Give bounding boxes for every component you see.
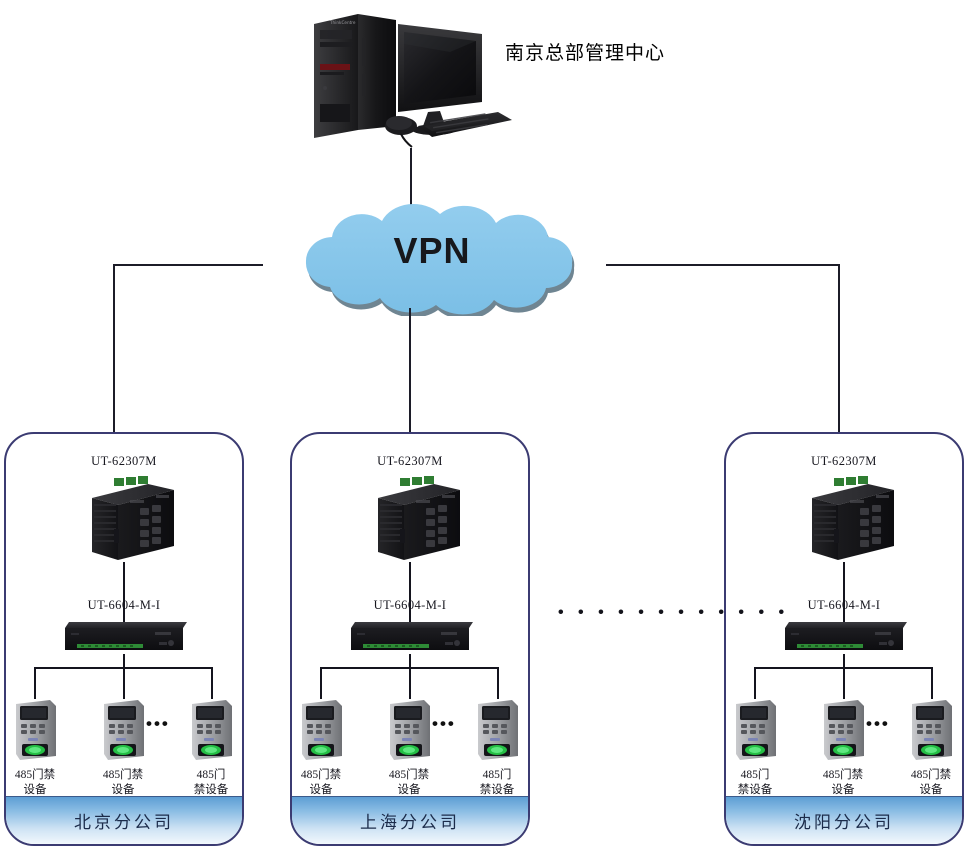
switch-label: UT-62307M — [91, 454, 157, 468]
caption-line-1: 485门禁 — [822, 769, 864, 781]
link-vpn-to-shenyang-horizontal — [606, 264, 840, 266]
caption-line-2: 禁设备 — [479, 784, 515, 796]
caption-line-2: 设备 — [23, 784, 47, 796]
fingerprint-access-terminal-icon — [390, 700, 430, 760]
server-label: UT-6604-M-I — [373, 598, 447, 612]
caption-line-1: 485门禁 — [910, 769, 952, 781]
caption-line-2: 设备 — [919, 784, 943, 796]
caption-line-1: 485门禁 — [388, 769, 430, 781]
terminal-caption: 485门 禁设备 — [724, 768, 786, 798]
caption-line-1: 485门禁 — [102, 769, 144, 781]
bus-drop-1 — [754, 667, 756, 699]
switch-label: UT-62307M — [377, 454, 443, 468]
bus-drop-center — [843, 654, 845, 668]
branch-box-beijing: UT-62307M — [4, 432, 244, 846]
bus-drop-1 — [34, 667, 36, 699]
caption-line-2: 禁设备 — [737, 784, 773, 796]
terminal-group: 485门 禁设备 485门禁 设备 — [726, 686, 962, 846]
terminal-caption: 485门禁 设备 — [4, 768, 66, 798]
caption-line-1: 485门 — [740, 769, 770, 781]
computer-mouse — [385, 116, 417, 148]
terminal-ellipsis: ••• — [146, 714, 170, 733]
bus-drop-3 — [211, 667, 213, 699]
caption-line-1: 485门禁 — [14, 769, 56, 781]
bus-drop-2 — [409, 667, 411, 699]
desktop-computer-icon: ThinkCentre — [314, 14, 512, 148]
branch-banner-shanghai: 上海分公司 — [292, 796, 528, 844]
caption-line-2: 设备 — [309, 784, 333, 796]
fingerprint-access-terminal-icon — [478, 700, 518, 760]
headquarters-label: 南京总部管理中心 — [505, 43, 666, 64]
fingerprint-access-terminal-icon — [736, 700, 776, 760]
terminal-ellipsis: ••• — [432, 714, 456, 733]
bus-drop-3 — [497, 667, 499, 699]
branch-banner-label: 北京分公司 — [74, 813, 174, 832]
bus-drop-2 — [123, 667, 125, 699]
fingerprint-access-terminal-icon — [302, 700, 342, 760]
branch-banner-label: 沈阳分公司 — [794, 813, 894, 832]
fingerprint-access-terminal-icon — [192, 700, 232, 760]
branch-box-shenyang: UT-62307M UT-66 — [724, 432, 964, 846]
serial-device-server-icon — [785, 622, 907, 650]
industrial-ethernet-switch-icon — [812, 476, 894, 560]
link-vpn-to-shenyang-vertical — [838, 264, 840, 434]
terminal-group: 485门禁 设备 485门禁 设备 — [6, 686, 242, 846]
server-label: UT-6604-M-I — [807, 598, 881, 612]
inter-branch-ellipsis: • • • • • • • • • • • • — [558, 604, 790, 621]
terminal-caption: 485门禁 设备 — [900, 768, 962, 798]
terminal-caption: 485门禁 设备 — [812, 768, 874, 798]
caption-line-2: 设备 — [831, 784, 855, 796]
caption-line-2: 设备 — [111, 784, 135, 796]
terminal-caption: 485门 禁设备 — [180, 768, 242, 798]
branch-banner-beijing: 北京分公司 — [6, 796, 242, 844]
bus-drop-3 — [931, 667, 933, 699]
fingerprint-access-terminal-icon — [824, 700, 864, 760]
link-switch-to-server — [123, 562, 125, 622]
link-vpn-to-beijing-vertical — [113, 264, 115, 434]
industrial-ethernet-switch-icon — [378, 476, 460, 560]
bus-drop-2 — [843, 667, 845, 699]
serial-device-server-icon — [65, 622, 187, 650]
terminal-ellipsis: ••• — [866, 714, 890, 733]
switch-label: UT-62307M — [811, 454, 877, 468]
svg-text:ThinkCentre: ThinkCentre — [329, 20, 356, 25]
terminal-group: 485门禁 设备 485门禁 设备 — [292, 686, 528, 846]
link-switch-to-server — [843, 562, 845, 622]
industrial-ethernet-switch-icon — [92, 476, 174, 560]
fingerprint-access-terminal-icon — [912, 700, 952, 760]
caption-line-2: 设备 — [397, 784, 421, 796]
computer-monitor — [398, 24, 482, 135]
bus-drop-1 — [320, 667, 322, 699]
terminal-caption: 485门禁 设备 — [378, 768, 440, 798]
fingerprint-access-terminal-icon — [104, 700, 144, 760]
computer-tower: ThinkCentre — [314, 14, 396, 138]
branch-banner-label: 上海分公司 — [360, 813, 460, 832]
caption-line-1: 485门 — [482, 769, 512, 781]
cloud-icon — [305, 203, 575, 316]
serial-device-server-icon — [351, 622, 473, 650]
bus-drop-center — [123, 654, 125, 668]
fingerprint-access-terminal-icon — [16, 700, 56, 760]
terminal-caption: 485门禁 设备 — [290, 768, 352, 798]
branch-banner-shenyang: 沈阳分公司 — [726, 796, 962, 844]
branch-box-shanghai: UT-62307M UT-66 — [290, 432, 530, 846]
terminal-caption: 485门禁 设备 — [92, 768, 154, 798]
server-label: UT-6604-M-I — [87, 598, 161, 612]
caption-line-2: 禁设备 — [193, 784, 229, 796]
link-vpn-to-beijing-horizontal — [113, 264, 263, 266]
caption-line-1: 485门 — [196, 769, 226, 781]
caption-line-1: 485门禁 — [300, 769, 342, 781]
link-switch-to-server — [409, 562, 411, 622]
terminal-caption: 485门 禁设备 — [466, 768, 528, 798]
link-hq-to-vpn — [410, 148, 412, 206]
bus-drop-center — [409, 654, 411, 668]
computer-keyboard — [418, 112, 512, 137]
link-vpn-to-shanghai — [409, 308, 411, 434]
